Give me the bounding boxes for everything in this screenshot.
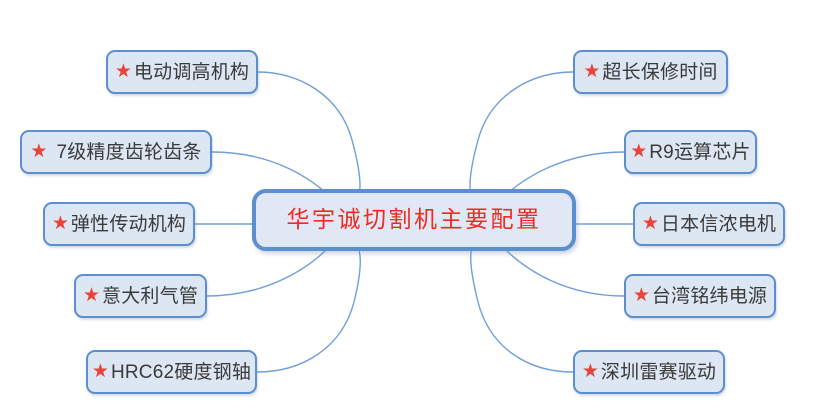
branch-node-left-1[interactable]: ★电动调高机构 (106, 50, 258, 94)
branch-node-right-2[interactable]: ★R9运算芯片 (624, 130, 757, 174)
branch-node-label: 日本信浓电机 (660, 213, 777, 235)
branch-node-right-1[interactable]: ★超长保修时间 (573, 50, 728, 94)
star-icon: ★ (114, 60, 132, 82)
connector-left-1 (257, 71, 361, 207)
star-icon: ★ (632, 284, 650, 306)
branch-node-left-4[interactable]: ★意大利气管 (74, 274, 207, 318)
branch-node-label: 超长保修时间 (602, 61, 718, 83)
star-icon: ★ (630, 140, 648, 162)
star-icon: ★ (51, 212, 69, 234)
connector-left-5 (256, 239, 361, 373)
branch-node-label: 深圳雷赛驱动 (600, 361, 717, 383)
star-icon: ★ (82, 284, 101, 306)
branch-node-left-2[interactable]: ★ 7级精度齿轮齿条 (20, 130, 212, 174)
branch-node-label: 弹性传动机构 (70, 213, 187, 235)
branch-node-label: 意大利气管 (102, 285, 199, 307)
branch-node-right-3[interactable]: ★日本信浓电机 (633, 202, 785, 246)
branch-node-label: HRC62硬度钢轴 (110, 361, 252, 383)
star-icon: ★ (91, 360, 109, 382)
branch-node-label: 台湾铭纬电源 (651, 285, 768, 307)
branch-node-left-5[interactable]: ★HRC62硬度钢轴 (86, 350, 257, 394)
central-topic-node[interactable]: 华宇诚切割机主要配置 (252, 189, 576, 251)
branch-node-label: R9运算芯片 (649, 141, 751, 163)
star-icon: ★ (30, 140, 48, 162)
star-icon: ★ (581, 360, 599, 382)
connector-right-1 (469, 71, 574, 207)
star-icon: ★ (641, 212, 659, 234)
branch-node-left-3[interactable]: ★弹性传动机构 (43, 202, 195, 246)
central-topic-label: 华宇诚切割机主要配置 (286, 206, 542, 233)
branch-node-label: 7级精度齿轮齿条 (56, 141, 202, 163)
star-icon: ★ (583, 60, 601, 82)
branch-node-label: 电动调高机构 (133, 61, 250, 83)
branch-node-right-4[interactable]: ★台湾铭纬电源 (624, 274, 776, 318)
connector-right-5 (470, 239, 574, 373)
branch-node-right-5[interactable]: ★深圳雷赛驱动 (573, 350, 725, 394)
